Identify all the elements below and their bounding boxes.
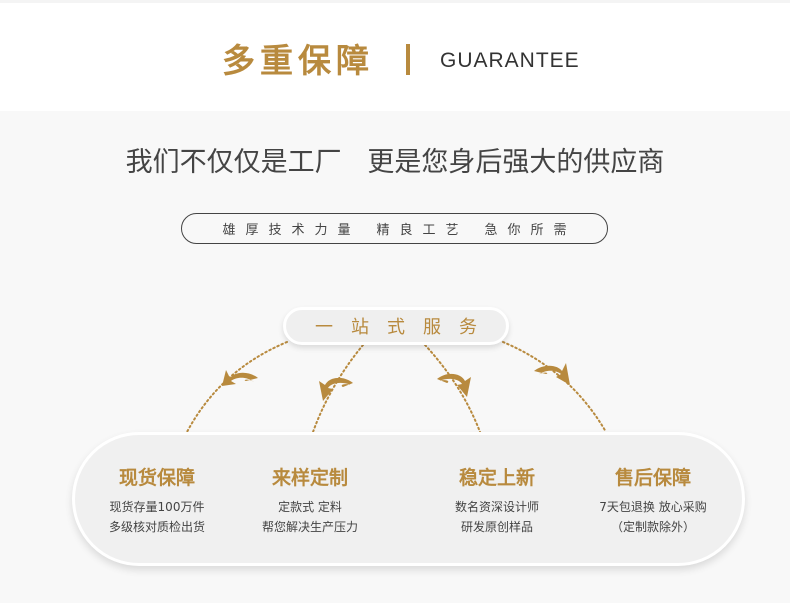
feature-line: 定款式 定料 (278, 500, 342, 514)
feature-line: 多级核对质检出货 (108, 520, 205, 534)
feature-title: 来样定制 (271, 467, 348, 489)
feature-line: 数名资深设计师 (454, 500, 539, 514)
curved-arrow-down-left-icon (222, 370, 258, 386)
tagline: 雄厚技术力量 (222, 223, 361, 238)
feature-title: 现货保障 (118, 467, 195, 489)
curved-arrow-down-right-icon (437, 373, 471, 397)
feature-line: 研发原创样品 (460, 520, 533, 534)
curved-arrow-down-left-icon (319, 377, 353, 401)
feature-line: （定制款除外） (610, 520, 695, 534)
title-divider (406, 44, 410, 75)
feature-line: 现货存量100万件 (109, 500, 205, 514)
feature-stock-guarantee: 现货保障 现货存量100万件 多级核对质检出货 (77, 465, 237, 537)
feature-line: 帮您解决生产压力 (261, 520, 358, 534)
subtitle: 我们不仅仅是工厂 更是您身后强大的供应商 (125, 147, 665, 178)
top-strip (0, 0, 790, 3)
one-stop-service-badge: 一站式服务 (283, 307, 509, 345)
feature-new-arrivals: 稳定上新 数名资深设计师 研发原创样品 (417, 465, 577, 537)
tagline-box: 雄厚技术力量 精良工艺 急你所需 (181, 213, 608, 244)
section-title-english: GUARANTEE (440, 49, 580, 72)
section-header: 多重保障 GUARANTEE (0, 3, 790, 111)
feature-after-sales: 售后保障 7天包退换 放心采购 （定制款除外） (573, 465, 733, 537)
features-panel: 现货保障 现货存量100万件 多级核对质检出货 来样定制 定款式 定料 帮您解决… (72, 432, 745, 566)
section-title: 多重保障 (222, 41, 374, 80)
tagline: 精良工艺 (376, 223, 469, 238)
feature-title: 售后保障 (614, 467, 691, 489)
feature-custom-sample: 来样定制 定款式 定料 帮您解决生产压力 (230, 465, 390, 537)
feature-title: 稳定上新 (458, 467, 535, 489)
tagline: 急你所需 (484, 223, 577, 238)
feature-line: 7天包退换 放心采购 (599, 500, 707, 514)
curved-arrow-down-right-icon (534, 363, 570, 385)
